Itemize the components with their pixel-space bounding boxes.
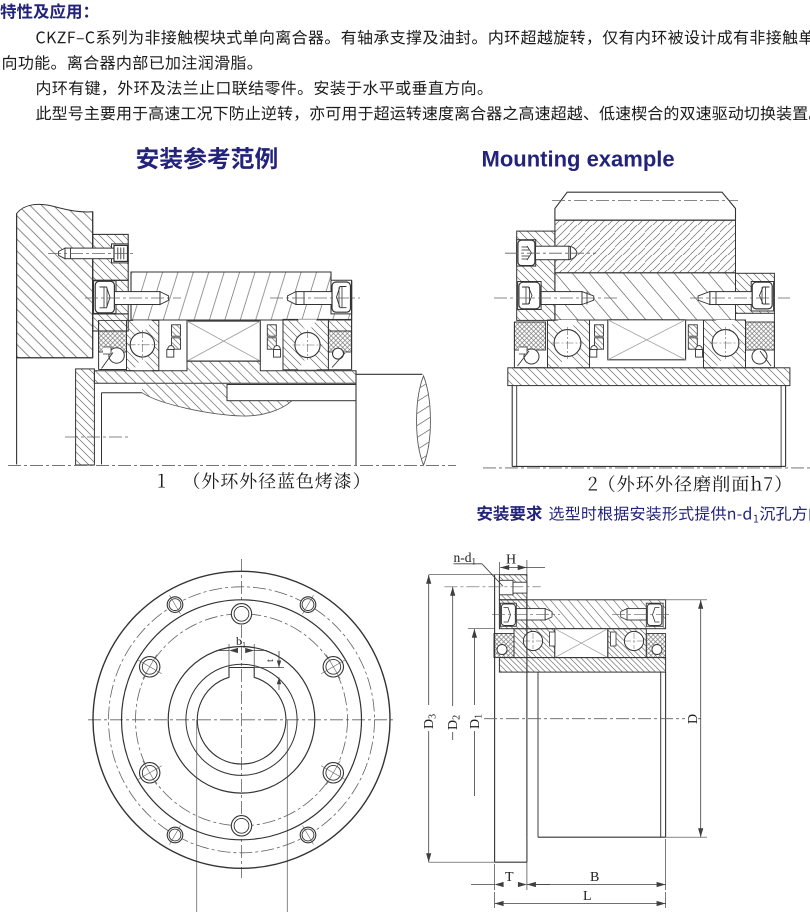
svg-text:Mounting example: Mounting example xyxy=(482,147,675,172)
svg-text:L: L xyxy=(583,889,592,904)
svg-text:n-d1: n-d1 xyxy=(454,550,477,567)
svg-text:B: B xyxy=(590,870,599,885)
svg-text:T: T xyxy=(505,870,514,885)
svg-text:b1: b1 xyxy=(236,634,246,650)
svg-text:D: D xyxy=(686,714,701,724)
svg-text:H: H xyxy=(506,553,516,568)
svg-text:t: t xyxy=(265,659,276,662)
